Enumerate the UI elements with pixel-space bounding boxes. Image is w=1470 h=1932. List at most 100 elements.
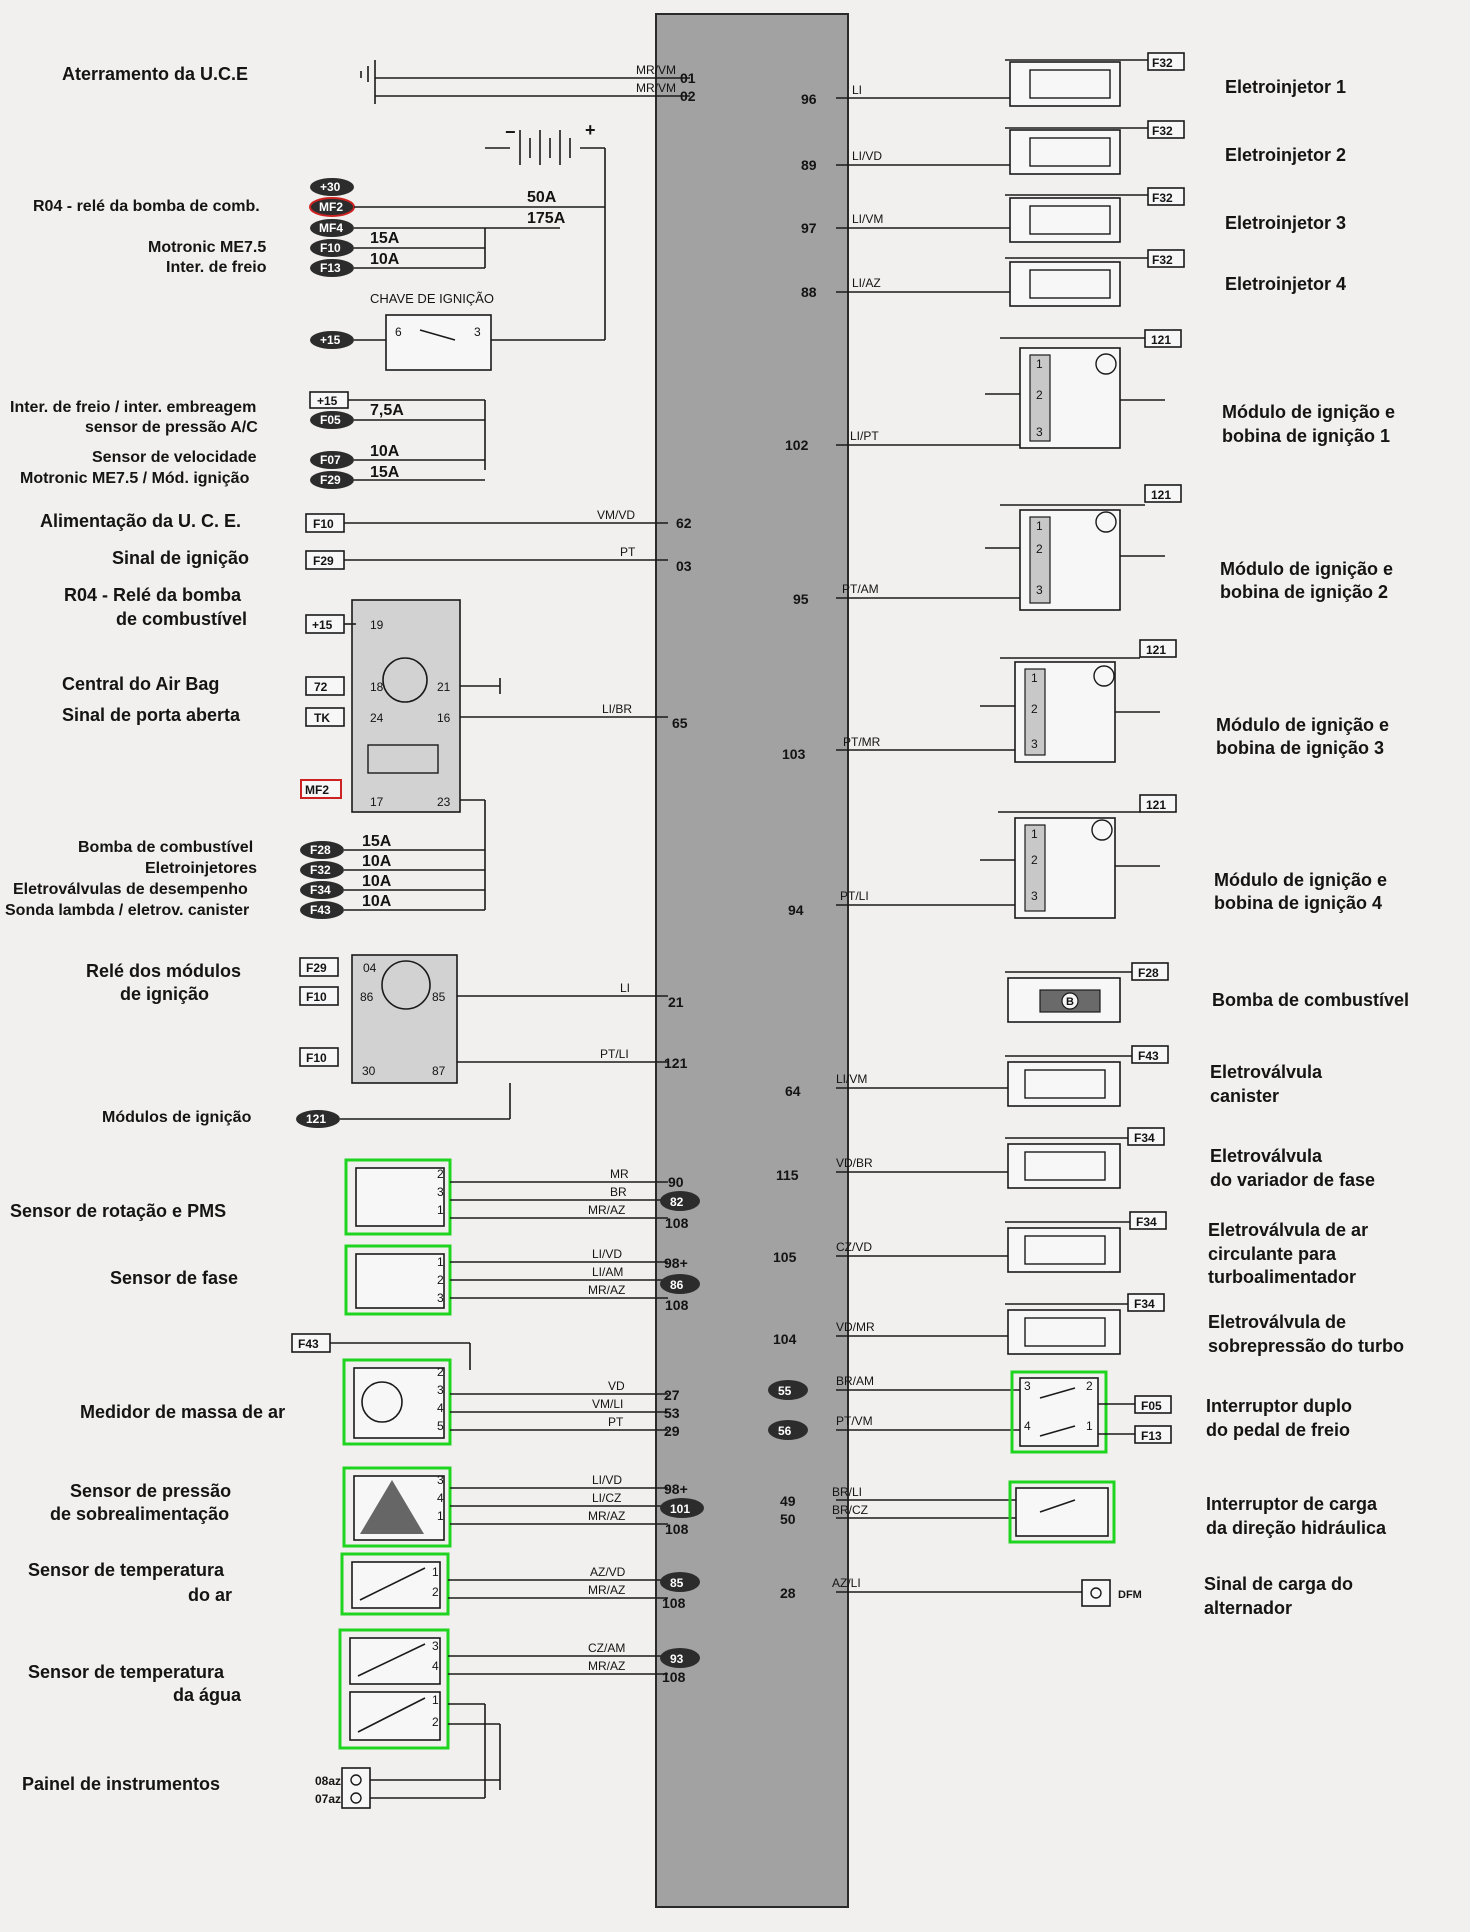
fuse-oval-f07: F07 (310, 451, 354, 469)
svg-text:F29: F29 (306, 961, 327, 975)
pump-icon (1061, 992, 1079, 1010)
mf4-amp: 175A (527, 210, 566, 227)
svg-text:Sinal de porta aberta: Sinal de porta aberta (62, 705, 241, 725)
alternator-signal: 28 AZ/LI DFM Sinal de carga do alternado… (780, 1574, 1353, 1618)
svg-text:28: 28 (780, 1585, 796, 1601)
svg-text:Eletroinjetores: Eletroinjetores (145, 860, 257, 877)
svg-text:17: 17 (370, 795, 384, 809)
svg-text:3: 3 (432, 1639, 439, 1653)
svg-text:LI: LI (852, 83, 862, 97)
svg-text:86: 86 (670, 1278, 684, 1292)
svg-text:Eletroinjetor 2: Eletroinjetor 2 (1225, 145, 1346, 165)
svg-text:bobina de ignição 3: bobina de ignição 3 (1216, 738, 1384, 758)
svg-text:102: 102 (785, 437, 809, 453)
svg-text:82: 82 (670, 1195, 684, 1209)
svg-text:F32: F32 (1152, 56, 1173, 70)
svg-text:85: 85 (670, 1576, 684, 1590)
svg-text:CZ/AM: CZ/AM (588, 1641, 625, 1655)
battery-icon: − + (485, 120, 606, 340)
ignition-coil-3: 121 1 2 3 PT/MR 103 Módulo de ignição e … (782, 639, 1389, 763)
svg-text:96: 96 (801, 91, 817, 107)
svg-text:da direção hidráulica: da direção hidráulica (1206, 1518, 1387, 1538)
svg-text:LI/BR: LI/BR (602, 702, 632, 716)
svg-text:LI/VM: LI/VM (852, 212, 883, 226)
valve-turbo-circulating: F34 CZ/VD 105 Eletroválvula de ar circul… (773, 1211, 1368, 1287)
svg-text:do ar: do ar (188, 1585, 232, 1605)
rotation-sensor-highlight (344, 1158, 452, 1236)
svg-text:88: 88 (801, 284, 817, 300)
svg-text:Sensor de temperatura: Sensor de temperatura (28, 1560, 225, 1580)
svg-text:Bomba de combustível: Bomba de combustível (78, 839, 253, 856)
svg-text:121: 121 (1146, 798, 1166, 812)
svg-text:MR/VM: MR/VM (636, 63, 676, 77)
svg-text:2: 2 (1031, 853, 1038, 867)
svg-text:101: 101 (670, 1502, 690, 1516)
svg-text:90: 90 (668, 1174, 684, 1190)
svg-text:10A: 10A (362, 853, 392, 870)
ecu-block (655, 13, 849, 1908)
ignition-coil-4: 121 1 2 3 PT/LI 94 Módulo de ignição e b… (788, 794, 1387, 919)
mf2-tag (300, 779, 342, 799)
svg-text:BR/LI: BR/LI (832, 1485, 862, 1499)
fuse-oval-f10: F10 (310, 239, 354, 257)
svg-text:F10: F10 (306, 990, 327, 1004)
svg-text:Motronic ME7.5 / Mód. ignição: Motronic ME7.5 / Mód. ignição (20, 470, 250, 487)
svg-text:85: 85 (432, 990, 446, 1004)
svg-text:PT: PT (608, 1415, 624, 1429)
svg-text:121: 121 (1146, 643, 1166, 657)
svg-text:F34: F34 (1134, 1131, 1155, 1145)
brake-switch-highlight (1010, 1370, 1108, 1454)
svg-text:Eletroválvula de: Eletroválvula de (1208, 1312, 1346, 1332)
svg-text:MR/AZ: MR/AZ (588, 1203, 625, 1217)
svg-text:Módulo de ignição e: Módulo de ignição e (1216, 715, 1389, 735)
svg-text:F13: F13 (1141, 1429, 1162, 1443)
svg-text:4: 4 (437, 1491, 444, 1505)
ecu-pin-62: 62 (676, 515, 692, 531)
water-temp-highlight (338, 1628, 450, 1750)
svg-text:Sinal de carga do: Sinal de carga do (1204, 1574, 1353, 1594)
svg-text:04: 04 (363, 961, 377, 975)
maf-sensor-icon (353, 1367, 445, 1439)
svg-text:3: 3 (437, 1473, 444, 1487)
svg-text:PT/VM: PT/VM (836, 1414, 873, 1428)
mf2-amp: 50A (527, 189, 557, 206)
svg-text:F29: F29 (313, 554, 334, 568)
svg-text:bobina de ignição 4: bobina de ignição 4 (1214, 893, 1382, 913)
rotation-sensor-icon (355, 1167, 445, 1227)
svg-text:Eletroválvula: Eletroválvula (1210, 1062, 1323, 1082)
svg-text:21: 21 (437, 680, 451, 694)
brake-switch: 55 56 BR/AM PT/VM 3 2 4 1 F05 F13 Interr… (768, 1370, 1352, 1454)
boost-sensor-highlight (342, 1466, 452, 1548)
svg-text:VD/BR: VD/BR (836, 1156, 873, 1170)
svg-text:64: 64 (785, 1083, 801, 1099)
svg-text:4: 4 (432, 1659, 439, 1673)
svg-text:Sonda lambda / eletrov. canist: Sonda lambda / eletrov. canister (5, 902, 249, 919)
svg-text:Interruptor duplo: Interruptor duplo (1206, 1396, 1352, 1416)
svg-text:56: 56 (778, 1424, 792, 1438)
fuse-oval-f32: F32 (300, 861, 344, 879)
svg-text:VM/LI: VM/LI (592, 1397, 623, 1411)
svg-text:Módulo de ignição e: Módulo de ignição e (1222, 402, 1395, 422)
air-temp-highlight (340, 1552, 450, 1616)
svg-text:18: 18 (370, 680, 384, 694)
svg-text:3: 3 (474, 325, 481, 339)
svg-text:29: 29 (664, 1423, 680, 1439)
svg-text:B: B (1066, 996, 1074, 1008)
svg-text:F32: F32 (1152, 124, 1173, 138)
svg-text:108: 108 (662, 1669, 686, 1685)
fuse-oval-mf4: MF4 (310, 219, 354, 237)
svg-text:BR: BR (610, 1185, 627, 1199)
valve-canister: F43 LI/VM 64 Eletroválvula canister (785, 1045, 1323, 1107)
svg-text:F05: F05 (320, 413, 341, 427)
svg-text:3: 3 (437, 1185, 444, 1199)
svg-text:108: 108 (662, 1595, 686, 1611)
svg-text:Eletroinjetor 3: Eletroinjetor 3 (1225, 213, 1346, 233)
svg-text:98+: 98+ (664, 1255, 688, 1271)
svg-text:108: 108 (665, 1297, 689, 1313)
transistor-icon (381, 960, 431, 1010)
svg-text:Eletroinjetor 4: Eletroinjetor 4 (1225, 274, 1346, 294)
svg-text:AZ/LI: AZ/LI (832, 1576, 861, 1590)
svg-text:Módulos de ignição: Módulos de ignição (102, 1109, 252, 1126)
svg-text:3: 3 (1031, 737, 1038, 751)
ignition-coil-1: 121 1 2 3 LI/PT 102 Módulo de ignição e … (785, 329, 1395, 453)
